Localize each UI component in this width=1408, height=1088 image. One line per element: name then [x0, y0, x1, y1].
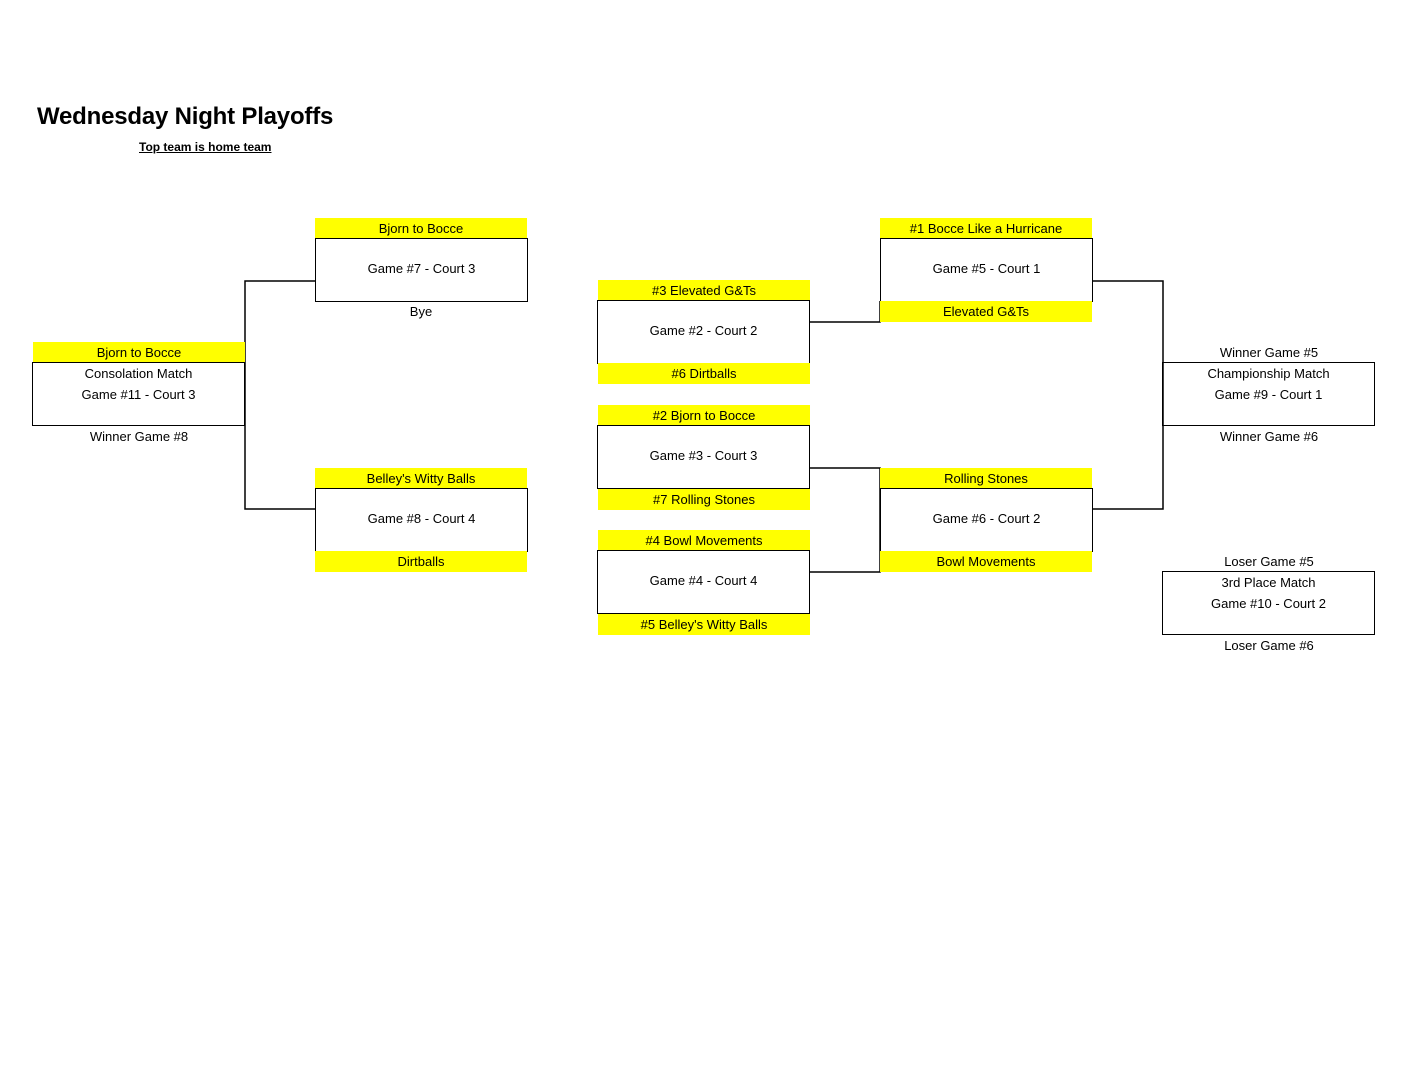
- g3-away-team: #7 Rolling Stones: [598, 489, 810, 510]
- g7-game-label: Game #7 - Court 3: [367, 261, 476, 276]
- g2-away-team: #6 Dirtballs: [598, 363, 810, 384]
- g8-game-box: Game #8 - Court 4: [315, 488, 528, 552]
- g9-game-label: Game #9 - Court 1: [1214, 387, 1323, 402]
- g4-home-team: #4 Bowl Movements: [598, 530, 810, 551]
- g9-away-team: Winner Game #6: [1219, 429, 1319, 444]
- g8-away-team: Dirtballs: [315, 551, 527, 572]
- g6-game-box: Game #6 - Court 2: [880, 488, 1093, 552]
- page-title: Wednesday Night Playoffs: [37, 103, 334, 130]
- connector-g3-g4-g6: [810, 467, 881, 573]
- g4-away-team: #5 Belley's Witty Balls: [598, 614, 810, 635]
- g2-home-team: #3 Elevated G&Ts: [598, 280, 810, 301]
- g5-away-team: Elevated G&Ts: [880, 301, 1092, 322]
- g5-home-team: #1 Bocce Like a Hurricane: [880, 218, 1092, 239]
- g10-home-team: Loser Game #5: [1224, 554, 1314, 569]
- g6-home-team: Rolling Stones: [880, 468, 1092, 489]
- g10-away-team: Loser Game #6: [1224, 638, 1314, 653]
- g11-away-team: Winner Game #8: [89, 429, 189, 444]
- g9-home-team: Winner Game #5: [1219, 345, 1319, 360]
- connector-g2-g5: [810, 301, 881, 323]
- connector-g5-g6-g9: [1093, 280, 1164, 510]
- g10-game-label: Game #10 - Court 2: [1211, 596, 1326, 611]
- g9-game-box: Championship Match Game #9 - Court 1: [1162, 362, 1375, 426]
- page-subtitle: Top team is home team: [139, 140, 272, 154]
- g8-game-label: Game #8 - Court 4: [367, 511, 476, 526]
- g7-away-team: Bye: [409, 304, 433, 319]
- g10-match-label: 3rd Place Match: [1221, 575, 1316, 590]
- g2-game-box: Game #2 - Court 2: [597, 300, 810, 364]
- g6-game-label: Game #6 - Court 2: [932, 511, 1041, 526]
- g5-game-label: Game #5 - Court 1: [932, 261, 1041, 276]
- g11-game-label: Game #11 - Court 3: [81, 387, 196, 402]
- g2-game-label: Game #2 - Court 2: [649, 323, 758, 338]
- g7-game-box: Game #7 - Court 3: [315, 238, 528, 302]
- g8-home-team: Belley's Witty Balls: [315, 468, 527, 489]
- g11-match-label: Consolation Match: [84, 366, 193, 381]
- g11-game-box: Consolation Match Game #11 - Court 3: [32, 362, 245, 426]
- g4-game-label: Game #4 - Court 4: [649, 573, 758, 588]
- g3-game-label: Game #3 - Court 3: [649, 448, 758, 463]
- connector-g7-g11: [244, 280, 315, 510]
- g6-away-team: Bowl Movements: [880, 551, 1092, 572]
- g3-home-team: #2 Bjorn to Bocce: [598, 405, 810, 426]
- g4-game-box: Game #4 - Court 4: [597, 550, 810, 614]
- g10-game-box: 3rd Place Match Game #10 - Court 2: [1162, 571, 1375, 635]
- g3-game-box: Game #3 - Court 3: [597, 425, 810, 489]
- g5-game-box: Game #5 - Court 1: [880, 238, 1093, 302]
- g7-home-team: Bjorn to Bocce: [315, 218, 527, 239]
- g11-home-team: Bjorn to Bocce: [33, 342, 245, 363]
- g9-match-label: Championship Match: [1207, 366, 1330, 381]
